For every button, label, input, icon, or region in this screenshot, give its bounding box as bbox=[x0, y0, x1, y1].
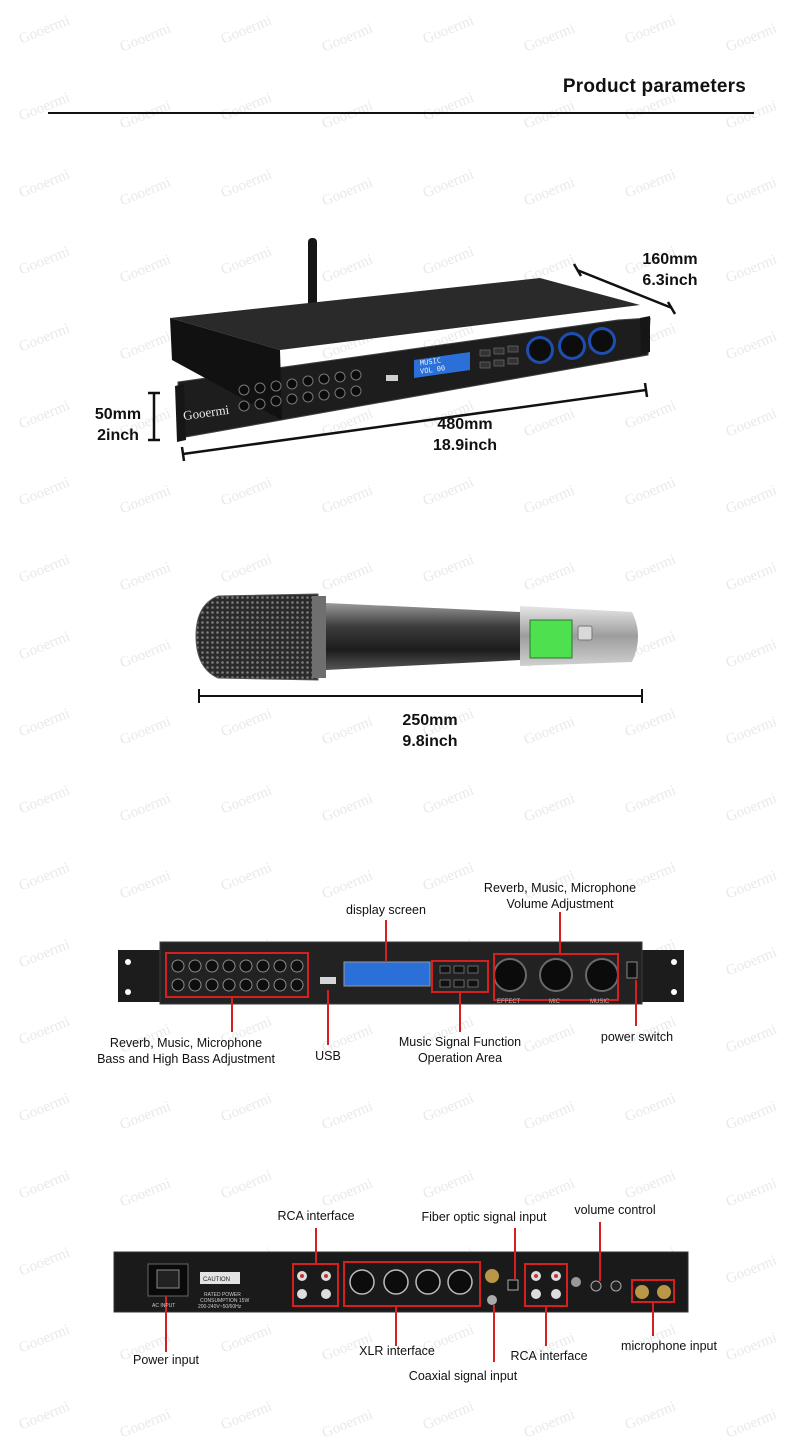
eq-knob bbox=[171, 959, 185, 973]
callout-volume-adjustment-l1: Reverb, Music, Microphone bbox=[483, 881, 637, 895]
callout-bass-adjust-l1: Reverb, Music, Microphone bbox=[109, 1036, 263, 1050]
knob-label-music: MUSIC bbox=[590, 999, 610, 1005]
callout-usb: USB bbox=[315, 1049, 341, 1063]
knob-label-mic: MIC bbox=[549, 999, 560, 1005]
eq-knob bbox=[171, 978, 185, 992]
callout-power-input: Power input bbox=[132, 1353, 199, 1367]
eq-knob bbox=[188, 959, 202, 973]
callout-xlr: XLR interface bbox=[359, 1344, 435, 1358]
eq-knob bbox=[290, 978, 304, 992]
eq-knob bbox=[205, 959, 219, 973]
eq-knob bbox=[273, 959, 287, 973]
callout-volume-adjustment-l2: Volume Adjustment bbox=[506, 897, 614, 911]
dim-mic-mm: 250mm bbox=[402, 712, 458, 729]
eq-knob bbox=[222, 978, 236, 992]
callout-bass-adjust-l2: Bass and High Bass Adjustment bbox=[97, 1052, 275, 1066]
rear-consumption: CONSUMPTION 15W bbox=[200, 1298, 250, 1304]
callout-coaxial: Coaxial signal input bbox=[408, 1369, 518, 1383]
dim-height-mm: 50mm bbox=[94, 406, 142, 423]
callout-rca-right: RCA interface bbox=[510, 1349, 588, 1363]
dim-depth-mm: 160mm bbox=[642, 251, 698, 268]
dim-depth-inch: 6.3inch bbox=[642, 272, 698, 289]
eq-knob bbox=[256, 959, 270, 973]
rear-rated-power: RATED POWER bbox=[204, 1292, 241, 1298]
eq-knob bbox=[239, 978, 253, 992]
dim-width-mm: 480mm bbox=[437, 416, 493, 433]
eq-knob bbox=[256, 978, 270, 992]
eq-knob bbox=[273, 978, 287, 992]
eq-knob bbox=[239, 959, 253, 973]
page-title: Product parameters bbox=[562, 76, 746, 97]
eq-knob bbox=[188, 978, 202, 992]
rear-caution-text: CAUTION bbox=[203, 1277, 230, 1283]
rear-ac-input: AC INPUT bbox=[152, 1303, 176, 1309]
callout-rca-left: RCA interface bbox=[277, 1209, 355, 1223]
title-divider bbox=[48, 112, 754, 114]
callout-music-function-l1: Music Signal Function bbox=[398, 1035, 522, 1049]
callout-power-switch: power switch bbox=[600, 1030, 674, 1044]
callout-display-screen: display screen bbox=[346, 903, 426, 917]
callout-volume-control: volume control bbox=[574, 1203, 656, 1217]
eq-knob bbox=[290, 959, 304, 973]
dim-width-inch: 18.9inch bbox=[432, 437, 498, 454]
eq-knob bbox=[205, 978, 219, 992]
rear-voltage: 200-240V~50/60Hz bbox=[198, 1304, 242, 1310]
dim-height-inch: 2inch bbox=[97, 427, 139, 444]
knob-label-effect: EFFECT bbox=[497, 999, 521, 1005]
callout-music-function-l2: Operation Area bbox=[417, 1051, 503, 1065]
callout-mic-input: microphone input bbox=[621, 1339, 717, 1353]
callout-fiber-optic: Fiber optic signal input bbox=[421, 1210, 547, 1224]
dim-mic-inch: 9.8inch bbox=[402, 733, 458, 750]
eq-knob bbox=[222, 959, 236, 973]
